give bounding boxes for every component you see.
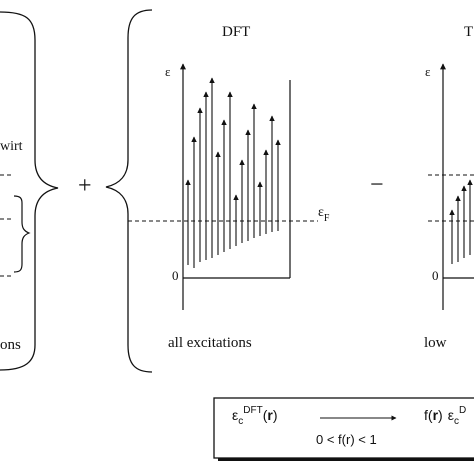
right-excitation-arrows (449, 179, 473, 264)
right-energy-axis-label: ε (425, 64, 431, 79)
formula-rhs: f(r)εcD (424, 405, 466, 427)
dft-caption: all excitations (168, 335, 252, 351)
left-label-wirt: wirt (0, 139, 23, 154)
right-panel: T ε 0 low (424, 24, 474, 351)
formula-lhs: εcDFT(r) (232, 405, 278, 427)
dft-energy-axis-label: ε (165, 64, 171, 79)
plus-operator: + (78, 173, 92, 199)
formula-box-shadow (218, 458, 474, 461)
dft-title: DFT (222, 24, 250, 40)
left-small-brace (13, 195, 31, 273)
fermi-level-label: εF (318, 205, 330, 224)
left-panel: wirt ons (0, 11, 59, 371)
dft-zero-label: 0 (172, 268, 179, 283)
dft-big-brace (105, 9, 153, 373)
left-label-ons: ons (0, 337, 21, 353)
left-big-brace (0, 11, 59, 371)
excitation-arrows (185, 77, 281, 268)
dft-panel: DFT ε 0 εF (128, 24, 330, 351)
right-zero-label: 0 (432, 268, 439, 283)
formula-box: εcDFT(r) 0 < f(r) < 1 f(r)εcD (213, 397, 474, 461)
right-caption-fragment: low (424, 335, 447, 351)
formula-condition: 0 < f(r) < 1 (316, 432, 377, 447)
right-title-fragment: T (464, 24, 473, 40)
minus-operator: − (370, 172, 384, 198)
